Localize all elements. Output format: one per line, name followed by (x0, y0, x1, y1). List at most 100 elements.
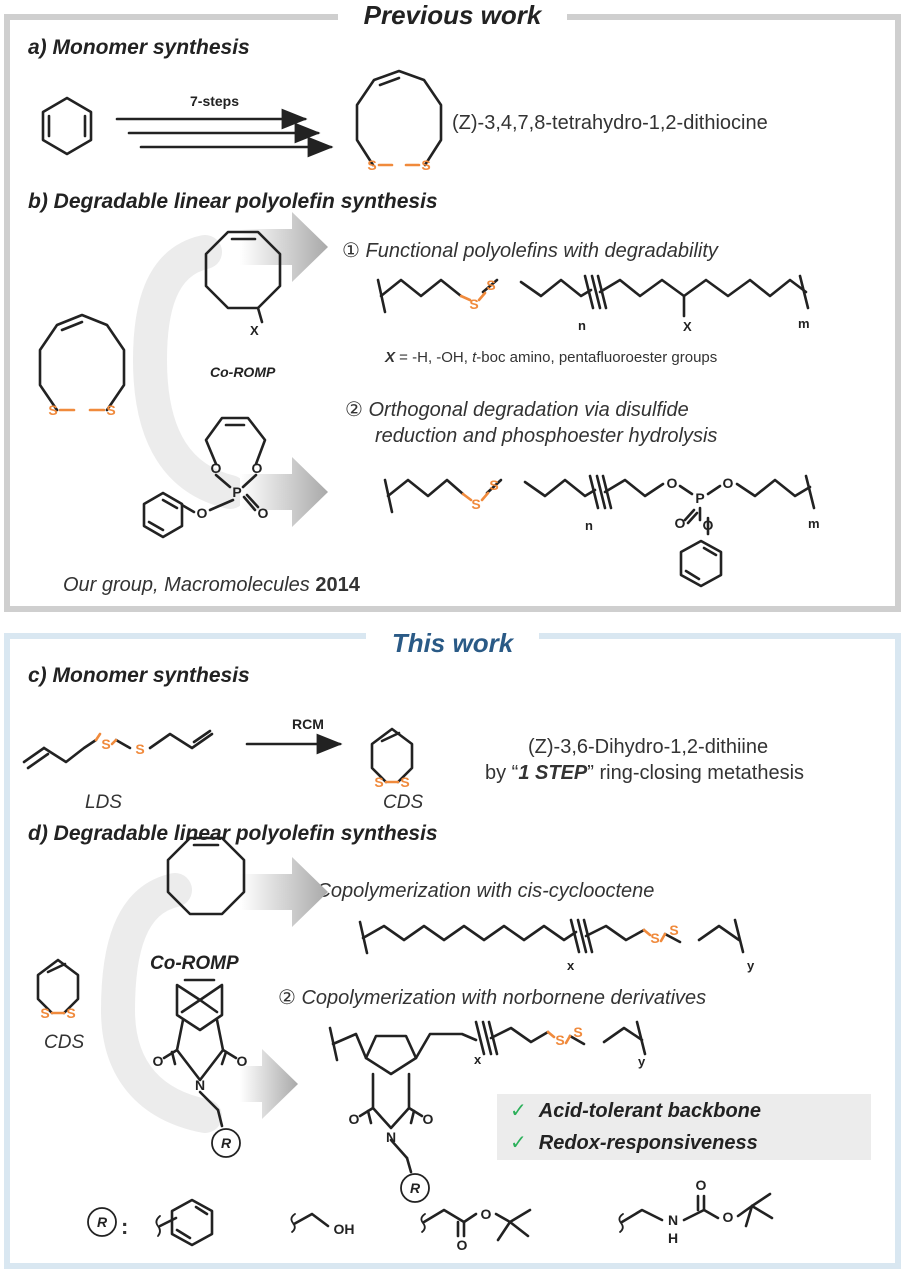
item2-orthogonal-line1: ② Orthogonal degradation via disulfide (345, 399, 689, 421)
check-icon: ✓ (510, 1132, 527, 1154)
atom-o: O (258, 505, 269, 521)
cyclooctene-structure (166, 836, 246, 916)
cyclohexadiene-structure (41, 96, 93, 156)
atom-o: O (423, 1111, 434, 1127)
big-arrow-1 (240, 212, 328, 282)
lds-label: LDS (85, 792, 122, 813)
atom-o: O (237, 1053, 248, 1069)
big-arrow-2 (240, 457, 328, 527)
co-romp-curve-d (101, 873, 222, 1133)
features-badge (497, 1094, 871, 1160)
big-arrow-3 (240, 857, 328, 927)
atom-s: S (489, 477, 498, 493)
atom-s: S (555, 1032, 564, 1048)
r-circle (400, 1173, 430, 1203)
polymer-structure-b2 (383, 474, 816, 588)
section-b-heading: b) Degradable linear polyolefin synthesi… (28, 190, 438, 213)
atom-s: S (400, 774, 409, 790)
ss-bond (659, 932, 667, 943)
polymer-structure-b1 (376, 274, 810, 318)
atom-p: P (695, 490, 704, 506)
atom-s: S (573, 1024, 582, 1040)
ss-bond (461, 492, 473, 502)
cyclooctene-x-structure (204, 230, 282, 324)
substituent-x-label: X (250, 323, 259, 338)
section-c-heading: c) Monomer synthesis (28, 664, 250, 687)
feature-acid-tolerant: ✓Acid-tolerant backbone (510, 1100, 762, 1122)
repeat-x-d1: x (567, 958, 575, 973)
x-substituents-note: X = -H, -OH, t-boc amino, pentafluoroest… (385, 349, 718, 366)
atom-o: O (667, 475, 678, 491)
r-group-tbu-ester (420, 1208, 532, 1242)
repeat-x-b1: X (683, 319, 692, 334)
dithiine-name: (Z)-3,6-Dihydro-1,2-dithiine (528, 736, 769, 758)
atom-s: S (471, 496, 480, 512)
atom-s: S (421, 157, 430, 173)
atom-s: S (650, 930, 659, 946)
r-letter: R (221, 1135, 232, 1151)
ss-bond (110, 738, 118, 746)
r-circle (87, 1207, 117, 1237)
check-icon: ✓ (510, 1100, 527, 1122)
lds-structure (22, 729, 214, 770)
reference-citation: Our group, Macromolecules 2014 (63, 574, 360, 596)
one-step-rcm-text: by “1 STEP” ring-closing metathesis (485, 762, 805, 784)
r-group-boc-aminoethyl (618, 1192, 774, 1233)
r-letter: R (97, 1214, 108, 1230)
r-group-benzyl (155, 1198, 214, 1247)
ss-bond (480, 491, 490, 502)
r-group-hydroxyethyl (290, 1212, 330, 1233)
atom-o: O (252, 460, 263, 476)
atom-n: N (668, 1212, 678, 1228)
dithiocine-structure-b (38, 313, 126, 412)
atom-s: S (101, 736, 110, 752)
ss-bond (642, 928, 652, 937)
atom-s: S (40, 1005, 49, 1021)
section-a-heading: a) Monomer synthesis (28, 36, 250, 59)
atom-o: O (197, 505, 208, 521)
atom-o: O (349, 1111, 360, 1127)
atom-s: S (135, 741, 144, 757)
repeat-n-b1: n (578, 318, 586, 333)
ss-bond (564, 1034, 572, 1045)
r-letter: R (410, 1180, 421, 1196)
co-romp-curve (133, 235, 247, 509)
big-arrow-4 (240, 1049, 298, 1119)
atom-s: S (48, 402, 57, 418)
repeat-n-b2: n (585, 518, 593, 533)
ss-bond (546, 1030, 556, 1039)
atom-o: O (675, 515, 686, 531)
atom-s: S (367, 157, 376, 173)
atom-s: S (469, 296, 478, 312)
atom-o: O (211, 460, 222, 476)
atom-o: O (481, 1206, 492, 1222)
atom-o: O (723, 475, 734, 491)
atom-oh: OH (334, 1221, 355, 1237)
feature-redox: ✓Redox-responsiveness (510, 1132, 758, 1154)
atom-o: O (457, 1237, 468, 1253)
atom-s: S (486, 277, 495, 293)
item1-functional-polyolefins: ① Functional polyolefins with degradabil… (342, 240, 718, 262)
repeat-m-b2: m (808, 516, 820, 531)
ss-bond (459, 294, 472, 302)
section-d-heading: d) Degradable linear polyolefin synthesi… (28, 822, 438, 845)
polymer-structure-d2 (328, 1020, 647, 1174)
item2-norbornene: ② Copolymerization with norbornene deriv… (278, 987, 707, 1009)
atom-s: S (66, 1005, 75, 1021)
atom-s: S (669, 922, 678, 938)
atom-h: H (668, 1230, 678, 1246)
atom-n: N (195, 1077, 205, 1093)
repeat-x-d2: x (474, 1052, 482, 1067)
atom-o: O (703, 517, 714, 533)
cds-label-c: CDS (383, 792, 424, 813)
repeat-y-d2: y (638, 1054, 646, 1069)
atom-s: S (106, 402, 115, 418)
atom-s: S (374, 774, 383, 790)
cds-structure-d (36, 958, 80, 1015)
ss-bond (94, 732, 102, 742)
polymer-structure-d1 (358, 918, 745, 955)
item2-orthogonal-line2: reduction and phosphoester hydrolysis (375, 425, 718, 447)
co-romp-label-d: Co-ROMP (150, 953, 239, 974)
seven-steps-label: 7-steps (190, 93, 240, 109)
